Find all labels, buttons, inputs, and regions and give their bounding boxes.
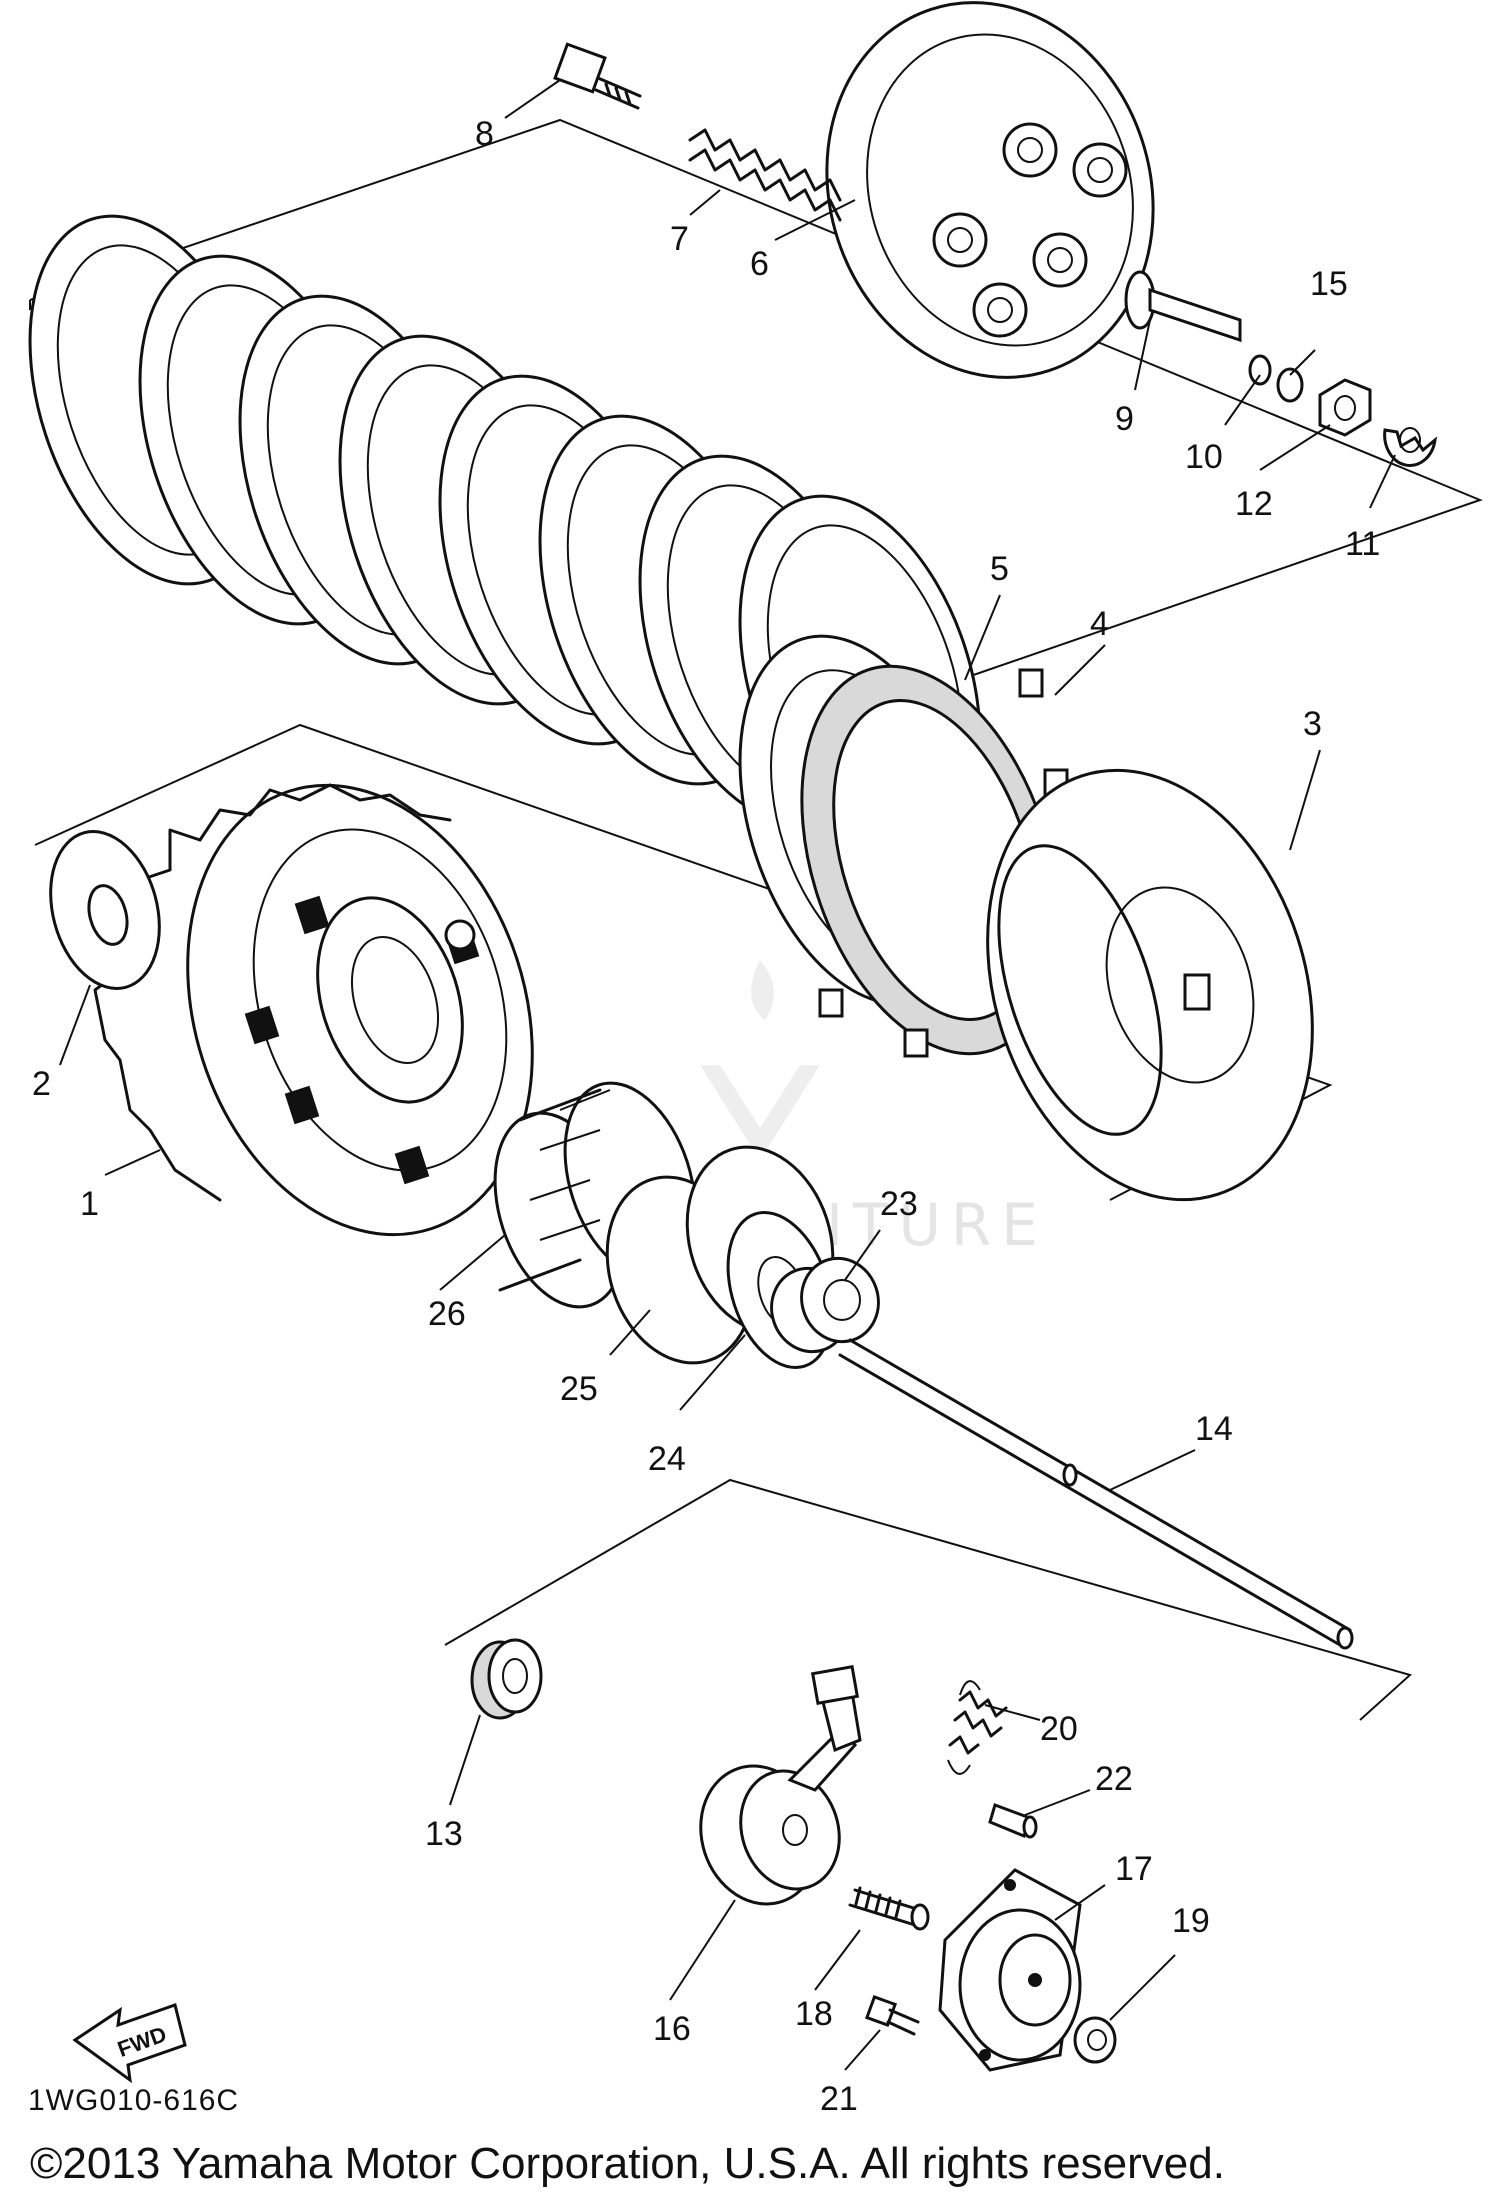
- callout-11: 11: [1345, 525, 1380, 563]
- callout-12: 12: [1235, 485, 1273, 523]
- callout-19: 19: [1172, 1902, 1210, 1940]
- callout-4: 4: [1090, 605, 1109, 643]
- spring-part-20: [947, 1680, 1008, 1775]
- plate-stack: [28, 214, 982, 866]
- callout-18: 18: [795, 1995, 833, 2033]
- clutch-housing-part-1: [93, 783, 534, 1237]
- bolt-part-8: [553, 42, 642, 110]
- callout-7: 7: [670, 220, 689, 258]
- pressure-plate-part-6: [825, 1, 1155, 379]
- callout-6: 6: [750, 245, 769, 283]
- push-lever-part-16: [699, 1665, 862, 1906]
- nut-part-12: [1318, 378, 1372, 437]
- callout-16: 16: [653, 2010, 691, 2048]
- fwd-arrow-icon: FWD: [72, 2003, 187, 2084]
- ring-part-15: [1276, 367, 1304, 403]
- nut-part-19: [1073, 2016, 1117, 2064]
- push-rod-part-14: [838, 1338, 1354, 1650]
- callout-20: 20: [1040, 1710, 1078, 1748]
- watermark-logo: [700, 960, 820, 1160]
- push-rod-part-9: [1124, 270, 1242, 343]
- collar-part-23: [770, 1256, 880, 1354]
- copyright-notice: ©2013 Yamaha Motor Corporation, U.S.A. A…: [30, 2139, 1225, 2188]
- callout-10: 10: [1185, 438, 1223, 476]
- callout-9: 9: [1115, 400, 1134, 438]
- cover-part-17: [938, 1868, 1082, 2072]
- callout-22: 22: [1095, 1760, 1133, 1798]
- callout-1: 1: [80, 1185, 99, 1223]
- clutch-spring-part-7: [688, 128, 842, 222]
- bearing-part-13: [470, 1638, 543, 1720]
- callout-labels: 8 7 6 9 10 15 12 11 5 4 3 2 1 23 26 25 2…: [32, 115, 1380, 2118]
- callout-17: 17: [1115, 1850, 1153, 1888]
- diagram-code: 1WG010-616C: [28, 2084, 239, 2117]
- pin-part-22: [988, 1803, 1038, 1839]
- thrust-washer-part-2: [49, 830, 161, 990]
- callout-25: 25: [560, 1370, 598, 1408]
- callout-13: 13: [425, 1815, 463, 1853]
- clutch-boss-part-3: [986, 768, 1314, 1202]
- callout-8: 8: [475, 115, 494, 153]
- ring-part-10: [1248, 354, 1272, 386]
- callout-5: 5: [990, 550, 1009, 588]
- callout-3: 3: [1303, 705, 1322, 743]
- callout-15: 15: [1310, 265, 1348, 303]
- callout-14: 14: [1195, 1410, 1233, 1448]
- callout-23: 23: [880, 1185, 918, 1223]
- callout-24: 24: [648, 1440, 686, 1478]
- lock-washer-part-11: [1383, 427, 1438, 467]
- callout-2: 2: [32, 1065, 51, 1103]
- screw-part-18: [848, 1886, 930, 1931]
- bolt-part-21: [864, 1994, 920, 2036]
- leader-lines: [59, 79, 1396, 2071]
- callout-21: 21: [820, 2080, 858, 2118]
- callout-26: 26: [428, 1295, 466, 1333]
